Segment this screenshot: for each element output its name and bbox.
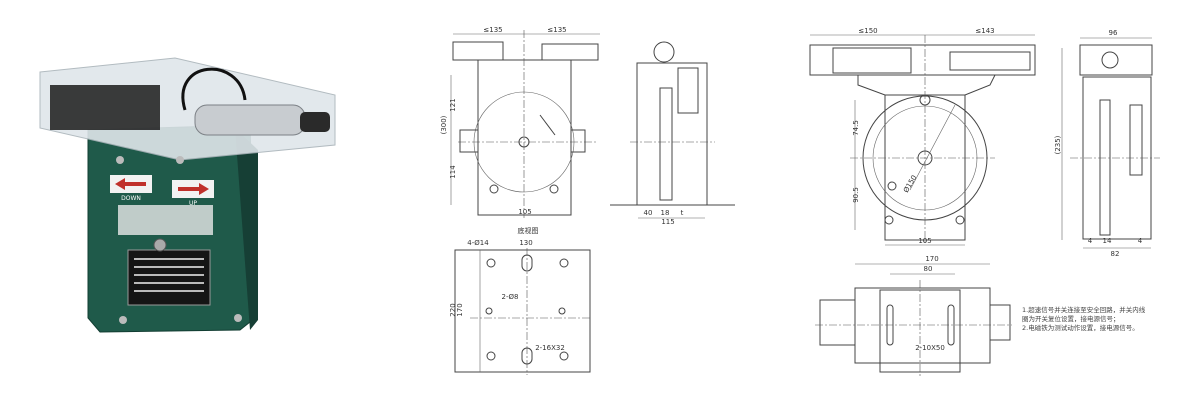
dim-lower: 114 <box>449 165 457 179</box>
label-down: DOWN <box>121 195 141 202</box>
dim-height: (235) <box>1054 135 1062 154</box>
dim-slots: 2-16X32 <box>535 344 565 352</box>
dim-holes: 4-Ø14 <box>467 239 489 247</box>
dim-h-outer: 220 <box>449 303 457 316</box>
governor-photo: DOWN UP <box>39 57 336 333</box>
dim-diameter: Ø150 <box>902 174 918 194</box>
label-up: UP <box>189 200 197 207</box>
dim-height-total: (300) <box>440 115 448 134</box>
drawing-a-bottom-view: 底视图 4-Ø14 130 2-Ø8 2-16X32 220 170 <box>449 226 591 375</box>
drawing-a-front-view: ≤135 ≤135 (300) 121 114 105 <box>440 26 600 218</box>
dim-14: 14 <box>1103 237 1112 245</box>
dim-width-right: ≤135 <box>547 26 566 34</box>
drawing-b-bottom-view: 170 80 2-10X50 <box>815 255 1012 378</box>
dim-t: t <box>681 209 684 217</box>
dim-outer: 170 <box>925 255 938 263</box>
dim-inner: 80 <box>924 265 933 273</box>
arrow-right-icon <box>178 183 209 195</box>
dim-40: 40 <box>644 209 653 217</box>
note-line-2: 圈为开关复位设置，接电源信号； <box>1022 314 1120 323</box>
dim-4b: 4 <box>1138 237 1143 245</box>
drawing-b-side-view: 96 (235) 4 14 4 82 <box>1054 29 1160 258</box>
dim-width-right: ≤143 <box>975 27 994 35</box>
dim-pins: 2-Ø8 <box>502 293 519 301</box>
drawing-a-side-view: 40 18 t 115 <box>610 41 735 226</box>
dim-width-left: ≤135 <box>483 26 502 34</box>
dim-upper: 121 <box>449 98 457 111</box>
dim-18: 18 <box>661 209 670 217</box>
dim-total: 115 <box>661 218 674 226</box>
dim-h-inner: 170 <box>456 303 464 316</box>
note-line-1: 1.超速信号并关连接至安全回路，并关内线 <box>1022 305 1146 314</box>
dim-spacing: 130 <box>519 239 532 247</box>
dim-slots: 2-10X50 <box>915 344 945 352</box>
dim-upper: 74.5 <box>852 120 860 136</box>
dim-width-left: ≤150 <box>858 27 877 35</box>
dim-base: 105 <box>918 237 931 245</box>
arrow-left-icon <box>115 178 146 190</box>
electromagnet <box>50 85 160 130</box>
dim-top: 96 <box>1109 29 1118 37</box>
dim-4a: 4 <box>1088 237 1093 245</box>
metal-cylinder <box>194 104 306 136</box>
note-line-3: 2.电磁铁为测试动作设置，接电源信号。 <box>1022 323 1139 332</box>
drawing-notes: 1.超速信号并关连接至安全回路，并关内线 圈为开关复位设置，接电源信号； 2.电… <box>1022 305 1146 332</box>
dim-base: 105 <box>518 208 531 216</box>
dim-lower: 90.5 <box>852 187 860 203</box>
dim-total: 82 <box>1111 250 1120 258</box>
drawing-b-front-view: ≤150 ≤143 Ø150 74.5 90.5 105 <box>809 27 1036 246</box>
bottom-view-title: 底视图 <box>518 226 539 235</box>
nameplate-small <box>118 205 213 235</box>
cable <box>181 67 247 111</box>
